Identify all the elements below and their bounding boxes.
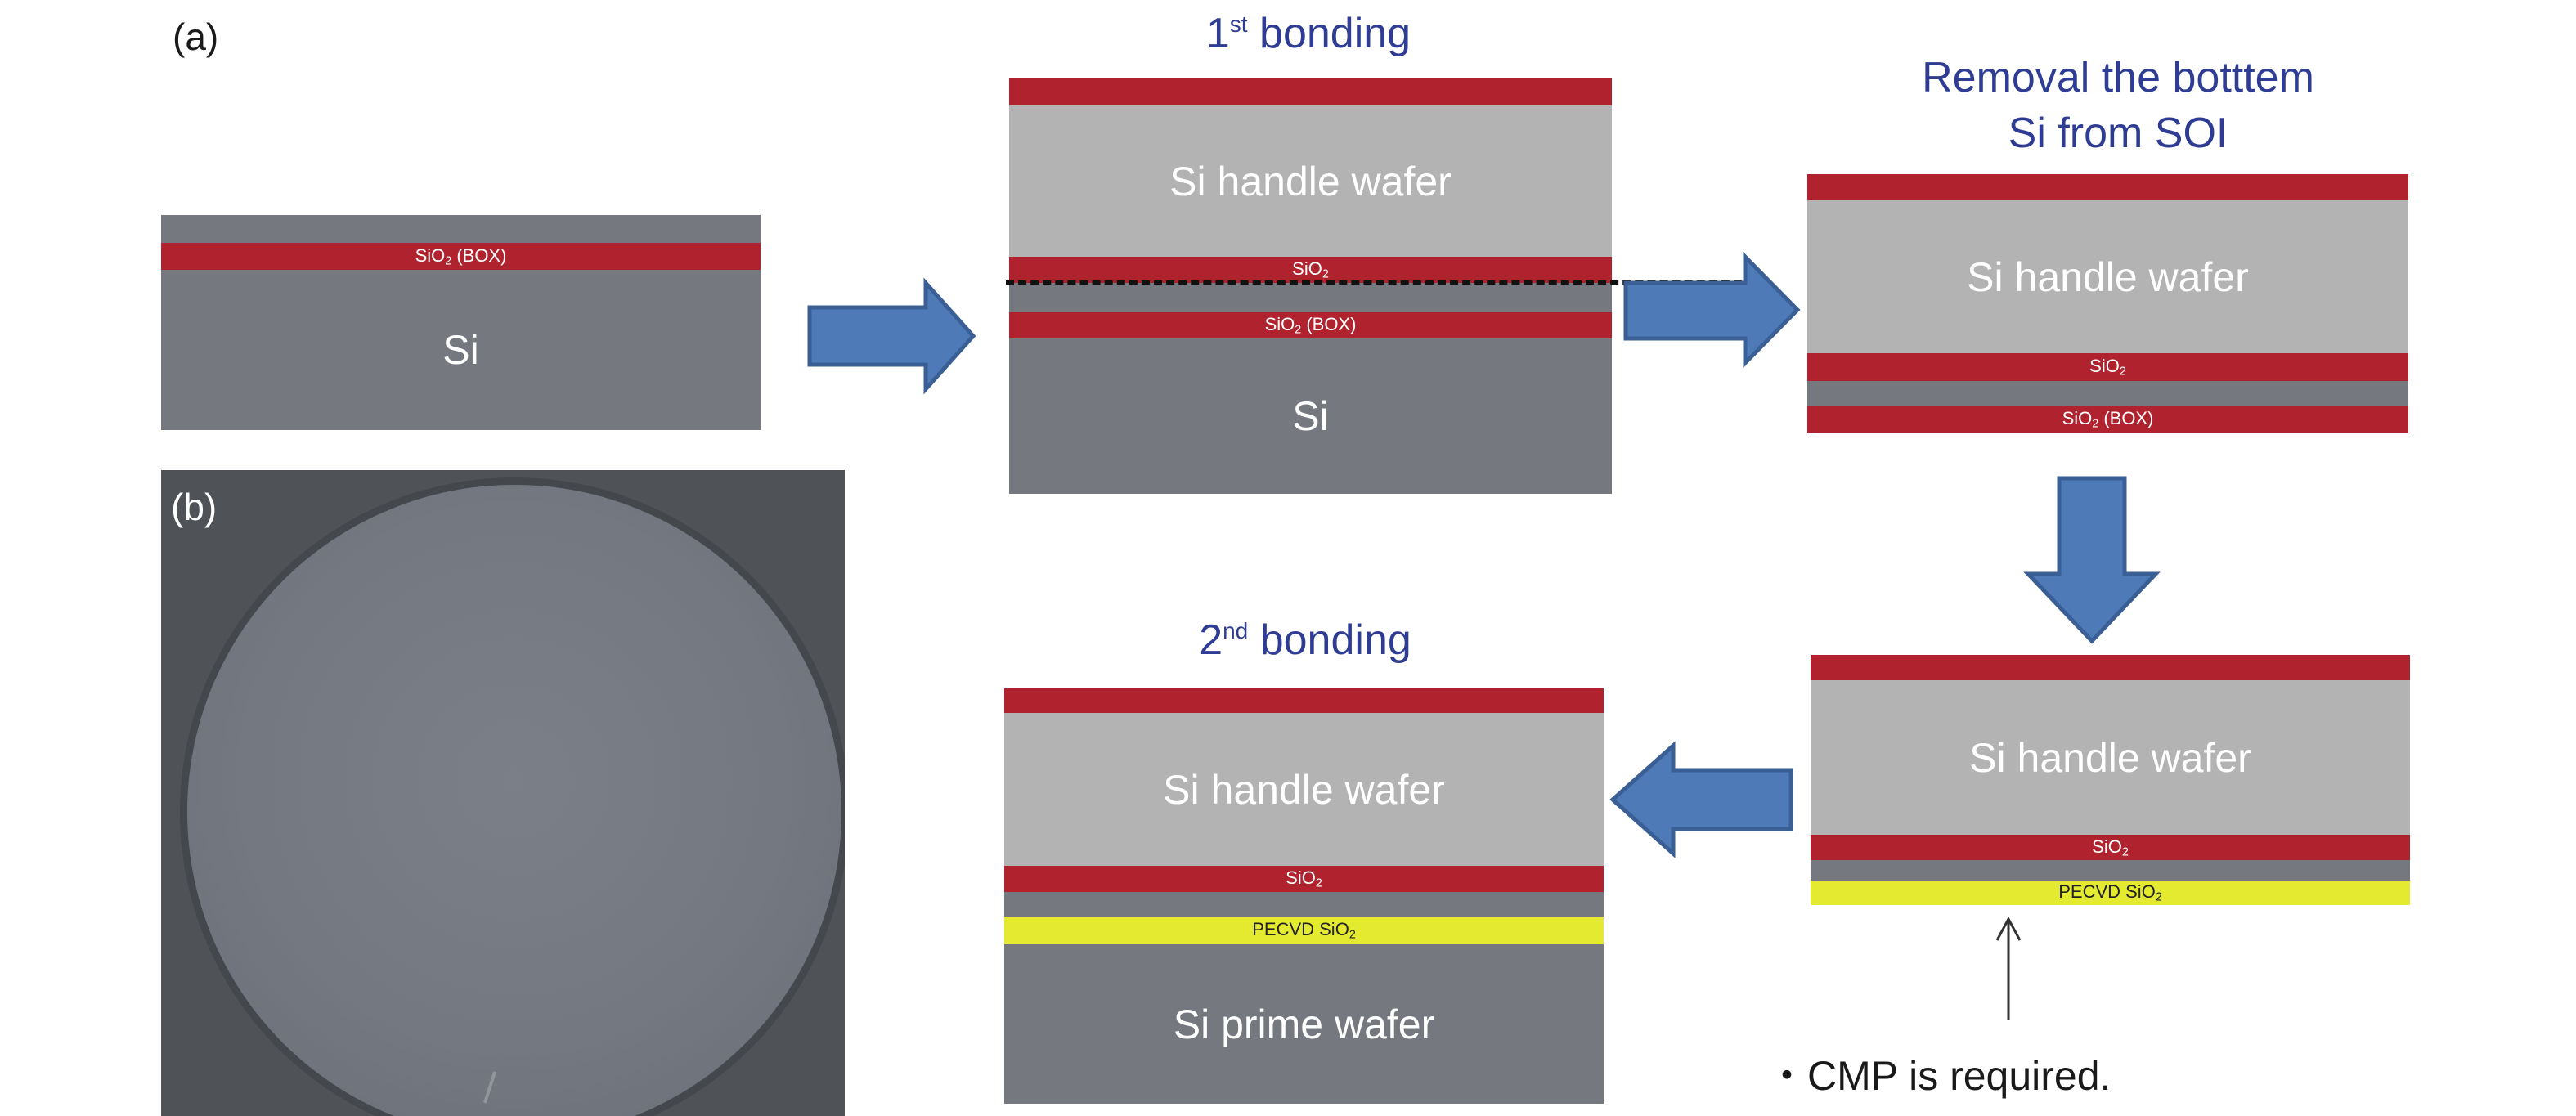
layer-pecvd-sio2: PECVD SiO2 — [1004, 917, 1604, 944]
layer-si-handle-wafer: Si handle wafer — [1004, 713, 1604, 866]
layer-sio2-box: SiO2 (BOX) — [1009, 312, 1612, 338]
cmp-pointer-arrow — [1992, 916, 2025, 1026]
bonded-wafer-photo: (b) — [161, 470, 845, 1116]
layer-sio2-top — [1009, 78, 1612, 105]
layer-sio2: SiO2 — [1807, 353, 2408, 381]
wafer-second-bonding: Si handle wafer SiO2 PECVD SiO2 Si prime… — [1004, 688, 1604, 1104]
arrow-up-icon — [1995, 916, 2022, 1020]
panel-label-b: (b) — [171, 486, 218, 528]
layer-pecvd-sio2: PECVD SiO2 — [1811, 881, 2410, 905]
cmp-note: ・CMP is required. — [1766, 1053, 2112, 1099]
layer-label: Si handle wafer — [1967, 253, 2249, 300]
layer-label: SiO2 (BOX) — [1264, 314, 1357, 337]
layer-label: Si prime wafer — [1173, 1001, 1435, 1047]
layer-si-device — [1004, 892, 1604, 917]
wafer-after-removal: Si handle wafer SiO2 SiO2 (BOX) — [1807, 174, 2408, 433]
layer-sio2-top — [1807, 174, 2408, 200]
arrow-left-icon — [1609, 741, 1793, 858]
process-arrow-left — [1609, 741, 1794, 858]
layer-label: Si handle wafer — [1163, 766, 1445, 813]
layer-sio2-box: SiO2 (BOX) — [161, 243, 761, 270]
layer-label: SiO2 (BOX) — [2062, 407, 2154, 431]
process-arrow-right-1 — [806, 277, 978, 396]
layer-label: Si handle wafer — [1169, 158, 1452, 204]
layer-si-handle-wafer: Si handle wafer — [1811, 680, 2410, 835]
arrow-down-icon — [2023, 476, 2161, 644]
layer-label: SiO2 — [1286, 867, 1322, 890]
layer-label: SiO2 (BOX) — [415, 244, 507, 268]
layer-label: PECVD SiO2 — [1252, 919, 1356, 942]
title-second-bonding: 2nd bonding — [1199, 616, 1411, 664]
wafer-disc — [187, 485, 841, 1116]
layer-label: PECVD SiO2 — [2058, 881, 2162, 904]
layer-label: SiO2 — [2092, 836, 2129, 859]
title-removal-bottom-si: Removal the botttem Si from SOI — [1922, 54, 2314, 157]
layer-sio2-box: SiO2 (BOX) — [1807, 406, 2408, 433]
layer-label: SiO2 — [2089, 356, 2126, 379]
layer-si-substrate: Si — [1009, 338, 1612, 494]
layer-si-handle-wafer: Si handle wafer — [1807, 200, 2408, 353]
layer-si-device — [1009, 283, 1612, 312]
process-arrow-down — [2023, 476, 2161, 644]
layer-label: Si — [1292, 393, 1329, 439]
layer-label: Si — [442, 327, 479, 373]
layer-label: SiO2 — [1292, 258, 1329, 281]
layer-si-top — [161, 215, 761, 243]
layer-sio2: SiO2 — [1009, 257, 1612, 283]
arrow-right-icon — [1623, 251, 1801, 369]
layer-si-device — [1811, 860, 2410, 881]
arrow-right-icon — [807, 277, 976, 395]
title-first-bonding: 1st bonding — [1205, 10, 1411, 57]
wafer-soi: SiO2 (BOX) Si — [161, 215, 761, 430]
layer-label: Si handle wafer — [1969, 734, 2251, 781]
layer-sio2: SiO2 — [1004, 866, 1604, 892]
process-arrow-right-2 — [1622, 251, 1802, 370]
layer-sio2-top — [1004, 688, 1604, 713]
layer-si-substrate: Si — [161, 270, 761, 430]
layer-sio2-top — [1811, 655, 2410, 680]
panel-label-a: (a) — [173, 16, 219, 58]
layer-si-handle-wafer: Si handle wafer — [1009, 105, 1612, 257]
layer-si-device — [1807, 381, 2408, 406]
bonding-interface-line — [1006, 280, 1742, 285]
wafer-first-bonding: Si handle wafer SiO2 SiO2 (BOX) Si — [1009, 78, 1612, 494]
layer-si-prime-wafer: Si prime wafer — [1004, 944, 1604, 1104]
wafer-pecvd-deposited: Si handle wafer SiO2 PECVD SiO2 — [1811, 655, 2410, 905]
layer-sio2: SiO2 — [1811, 835, 2410, 860]
